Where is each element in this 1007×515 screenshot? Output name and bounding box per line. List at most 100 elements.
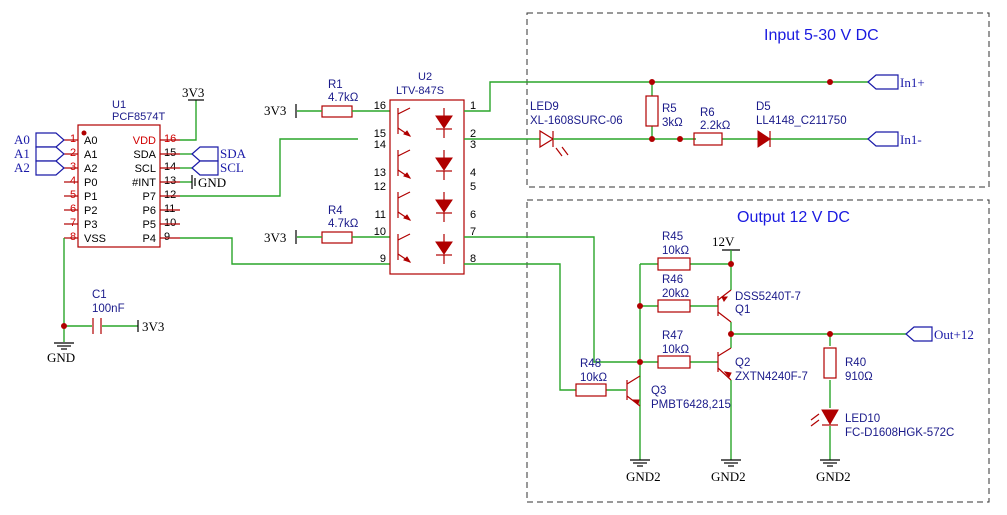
u2-pin-10-number: 10 bbox=[374, 226, 386, 238]
svg-text:In1+: In1+ bbox=[900, 75, 925, 90]
r1-3v3-net: 3V3 bbox=[264, 103, 297, 118]
gnd2-led: GND2 bbox=[816, 459, 851, 484]
u1-pin-1-name: A0 bbox=[84, 135, 97, 147]
u2-pin-7-number: 7 bbox=[470, 226, 476, 238]
output-section-box bbox=[526, 199, 990, 503]
svg-text:12V: 12V bbox=[712, 234, 735, 249]
svg-text:D5: D5 bbox=[756, 101, 771, 113]
u1-pin-5-number: 5 bbox=[70, 189, 76, 201]
svg-text:GND2: GND2 bbox=[816, 469, 851, 484]
u2-pin-5-number: 5 bbox=[470, 181, 476, 193]
r48-resistor[interactable]: R48 10kΩ bbox=[575, 358, 608, 397]
u2-pin-3-number: 3 bbox=[470, 139, 476, 151]
gnd2-q3: GND2 bbox=[626, 459, 661, 484]
r4-resistor[interactable]: R4 4.7kΩ bbox=[321, 205, 359, 244]
u1-pin-1-number: 1 bbox=[70, 133, 76, 145]
r6-resistor[interactable]: R6 2.2kΩ bbox=[693, 107, 731, 146]
svg-text:R48: R48 bbox=[580, 358, 601, 370]
u2-pin-8-number: 8 bbox=[470, 253, 476, 265]
svg-text:LL4148_C211750: LL4148_C211750 bbox=[756, 115, 847, 127]
svg-text:R6: R6 bbox=[700, 107, 715, 119]
u2-pin-2-number: 2 bbox=[470, 128, 476, 140]
svg-text:C1: C1 bbox=[92, 289, 107, 301]
in-plus-port[interactable]: In1+ bbox=[867, 74, 925, 90]
svg-text:3kΩ: 3kΩ bbox=[662, 117, 683, 129]
svg-text:3V3: 3V3 bbox=[142, 319, 164, 334]
u1-pin-11-number: 11 bbox=[164, 203, 175, 215]
svg-text:U2: U2 bbox=[418, 71, 432, 83]
u1-pin-4-name: P0 bbox=[84, 177, 97, 189]
out12-port[interactable]: Out+12 bbox=[905, 326, 974, 342]
u1-pin-6-name: P2 bbox=[84, 205, 97, 217]
svg-text:GND: GND bbox=[47, 350, 75, 365]
r5-resistor[interactable]: R5 3kΩ bbox=[645, 95, 683, 129]
q3-npn[interactable]: Q3 PMBT6428,215 bbox=[626, 375, 731, 411]
u1-pin-12-number: 12 bbox=[164, 189, 176, 201]
svg-text:GND2: GND2 bbox=[626, 469, 661, 484]
svg-text:Q2: Q2 bbox=[735, 357, 750, 369]
svg-text:R4: R4 bbox=[328, 205, 343, 217]
u2-channel-2 bbox=[397, 149, 453, 180]
r45-resistor[interactable]: R45 10kΩ bbox=[657, 231, 691, 271]
u1-pin-9-name: P4 bbox=[143, 233, 156, 245]
r1-resistor[interactable]: R1 4.7kΩ bbox=[321, 79, 359, 118]
d5-diode[interactable]: D5 LL4148_C211750 bbox=[756, 101, 847, 148]
svg-text:A2: A2 bbox=[14, 160, 30, 175]
u1-pin-3-number: 3 bbox=[70, 161, 76, 173]
c1-capacitor[interactable]: C1 100nF bbox=[92, 289, 125, 334]
u2-pin-13-number: 13 bbox=[374, 167, 386, 179]
u1-pin-3-name: A2 bbox=[84, 163, 97, 175]
svg-text:3V3: 3V3 bbox=[264, 230, 286, 245]
svg-text:R45: R45 bbox=[662, 231, 683, 243]
svg-text:10kΩ: 10kΩ bbox=[662, 245, 690, 257]
input-section-title: Input 5-30 V DC bbox=[764, 27, 879, 44]
r47-resistor[interactable]: R47 10kΩ bbox=[657, 330, 691, 369]
r4-3v3-net: 3V3 bbox=[264, 230, 297, 245]
sda-port[interactable]: SDA bbox=[191, 146, 247, 162]
int-gnd-net: GND bbox=[191, 175, 226, 190]
u1-pin-9-number: 9 bbox=[164, 231, 170, 243]
u2-pin-1-number: 1 bbox=[470, 100, 476, 112]
svg-text:LED9: LED9 bbox=[530, 101, 559, 113]
svg-text:R1: R1 bbox=[328, 79, 343, 91]
led10[interactable]: LED10 FC-D1608HGK-572C bbox=[810, 409, 954, 439]
u1-pin-10-name: P5 bbox=[143, 219, 156, 231]
u1-pin-11-name: P6 bbox=[143, 205, 156, 217]
q1-pnp[interactable]: DSS5240T-7 Q1 bbox=[717, 289, 801, 323]
u1-pin-8-number: 8 bbox=[70, 231, 76, 243]
u1-pin-13-name: #INT bbox=[132, 177, 156, 189]
r40-resistor[interactable]: R40 910Ω bbox=[823, 347, 873, 383]
svg-text:910Ω: 910Ω bbox=[845, 371, 873, 383]
svg-text:GND2: GND2 bbox=[711, 469, 746, 484]
led9[interactable]: LED9 XL-1608SURC-06 bbox=[530, 101, 623, 157]
svg-text:4.7kΩ: 4.7kΩ bbox=[328, 218, 359, 230]
r46-resistor[interactable]: R46 20kΩ bbox=[657, 274, 691, 313]
scl-port[interactable]: SCL bbox=[191, 160, 244, 176]
u1-pin-2-number: 2 bbox=[70, 147, 76, 159]
a0-port[interactable]: A0 bbox=[14, 132, 65, 148]
svg-text:4.7kΩ: 4.7kΩ bbox=[328, 92, 359, 104]
a1-port[interactable]: A1 bbox=[14, 146, 65, 162]
svg-text:100nF: 100nF bbox=[92, 303, 125, 315]
svg-text:GND: GND bbox=[198, 175, 226, 190]
output-section-title: Output 12 V DC bbox=[737, 209, 850, 226]
svg-text:20kΩ: 20kΩ bbox=[662, 288, 690, 300]
a2-port[interactable]: A2 bbox=[14, 160, 65, 176]
gnd2-q2: GND2 bbox=[711, 459, 746, 484]
c1-3v3-net: 3V3 bbox=[137, 319, 164, 334]
svg-text:ZXTN4240F-7: ZXTN4240F-7 bbox=[735, 371, 808, 383]
u1-pin-16-name: VDD bbox=[133, 135, 156, 147]
u1-pin-15-name: SDA bbox=[133, 149, 156, 161]
in-minus-port[interactable]: In1- bbox=[867, 131, 922, 147]
svg-text:2.2kΩ: 2.2kΩ bbox=[700, 120, 731, 132]
svg-text:SCL: SCL bbox=[220, 160, 244, 175]
svg-text:10kΩ: 10kΩ bbox=[662, 344, 690, 356]
svg-text:10kΩ: 10kΩ bbox=[580, 372, 608, 384]
svg-text:LED10: LED10 bbox=[845, 413, 880, 425]
q2-npn[interactable]: Q2 ZXTN4240F-7 bbox=[717, 347, 808, 383]
u2-channel-3 bbox=[397, 191, 453, 222]
u1-pin-7-name: P3 bbox=[84, 219, 97, 231]
